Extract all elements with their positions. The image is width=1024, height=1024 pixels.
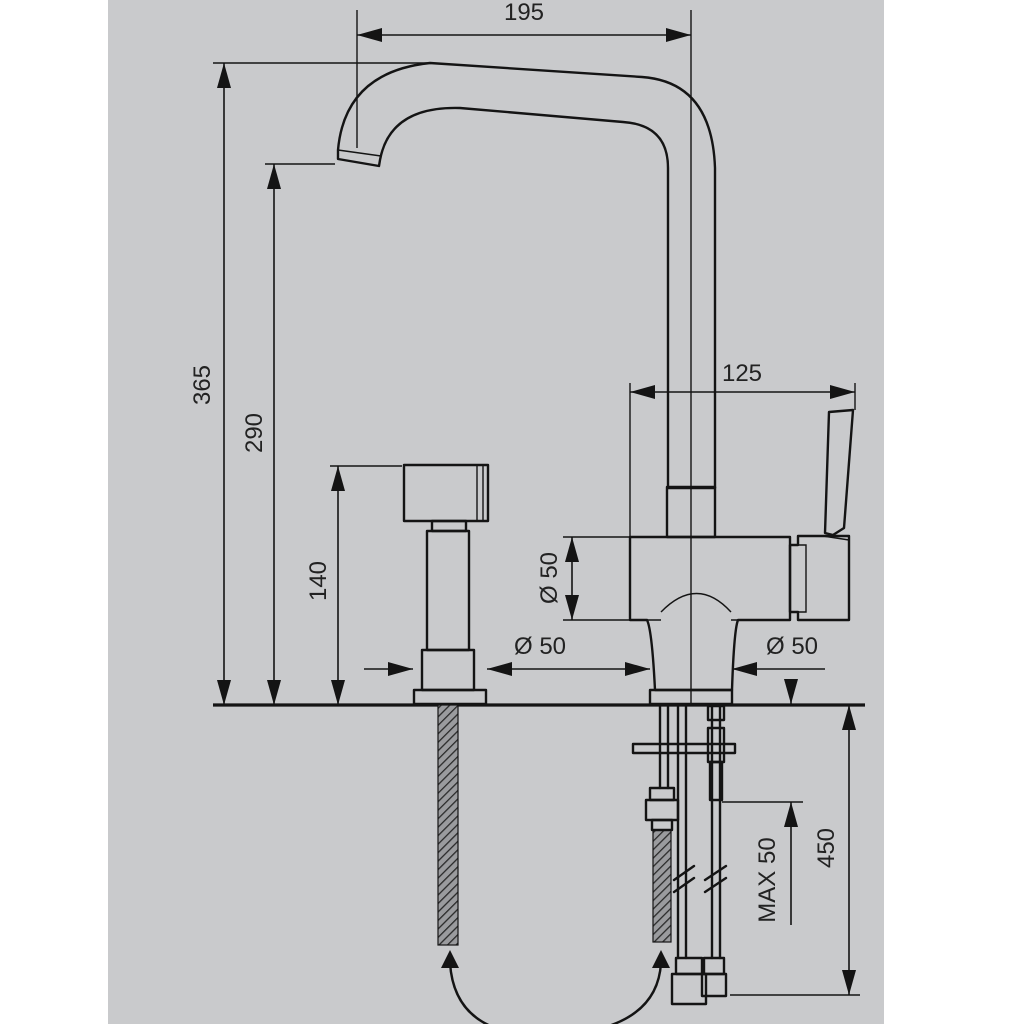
side-shower	[402, 463, 490, 706]
dim-label-140: 140	[305, 561, 332, 601]
dim-label-max-50: MAX 50	[754, 837, 781, 922]
dim-label-body-diameter: Ø 50	[536, 552, 563, 604]
dimension-lines	[213, 10, 860, 996]
shower-base	[412, 688, 488, 706]
shower-hose	[437, 704, 459, 946]
dim-label-125: 125	[722, 360, 762, 387]
dim-label-shower-hole: Ø 50	[514, 633, 566, 660]
dim-label-tap-hole: Ø 50	[766, 633, 818, 660]
lever-housing	[788, 534, 851, 622]
drawing-background	[108, 0, 884, 1024]
hose-connection-arrow	[448, 961, 663, 1024]
fixing-plate	[631, 742, 737, 755]
dim-label-290: 290	[241, 413, 268, 453]
dim-label-195: 195	[504, 0, 544, 26]
dim-label-450: 450	[813, 828, 840, 868]
under-counter-parts	[437, 703, 737, 1024]
dim-label-365: 365	[189, 365, 216, 405]
lever-handle	[823, 408, 855, 537]
spout	[336, 61, 717, 490]
supply-hose	[652, 829, 672, 943]
